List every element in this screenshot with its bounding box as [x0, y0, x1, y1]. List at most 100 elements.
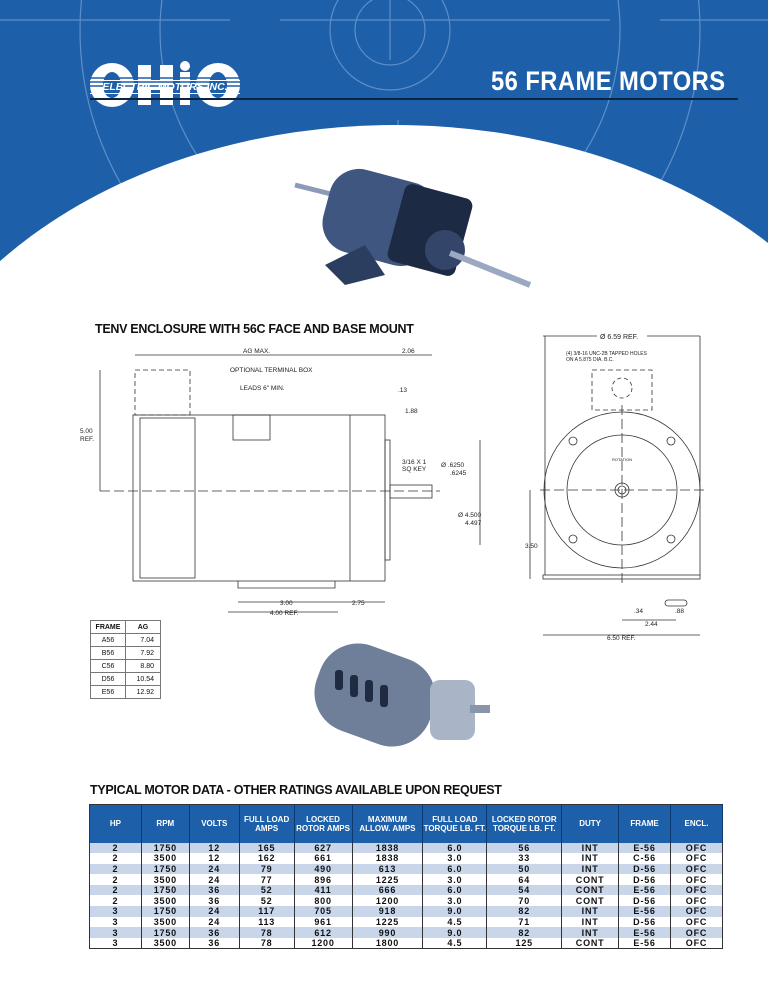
table-cell: 1838: [352, 853, 424, 864]
column-header: LOCKED ROTOR TORQUE LB. FT.: [486, 804, 563, 843]
table-cell: OFC: [670, 906, 723, 917]
ohio-logo: [90, 61, 240, 107]
table-cell: 3500: [141, 853, 190, 864]
table-cell: 113: [239, 916, 295, 928]
table-cell: 896: [294, 874, 353, 885]
dim-659: Ø 6.59 REF.: [600, 334, 638, 341]
drawing-title: TENV ENCLOSURE WITH 56C FACE AND BASE MO…: [95, 322, 414, 336]
table-cell: 6.0: [422, 842, 488, 854]
ag-cell: 7.04: [125, 633, 161, 647]
dim-650: 6.50 REF.: [607, 635, 636, 642]
table-cell: 2: [89, 853, 142, 864]
column-header: RPM: [141, 804, 190, 843]
table-cell: INT: [561, 906, 620, 917]
table-cell: 117: [239, 906, 295, 917]
table-cell: 9.0: [422, 927, 488, 938]
table-cell: 70: [486, 895, 563, 907]
label-holes-2: ON A 5.875 DIA. B.C.: [566, 357, 614, 363]
table-cell: D-56: [618, 874, 671, 885]
table-cell: 36: [189, 895, 240, 907]
table-cell: 3500: [141, 874, 190, 885]
table-cell: 6.0: [422, 863, 488, 875]
table-cell: E-56: [618, 906, 671, 917]
table-cell: 24: [189, 863, 240, 875]
table-cell: OFC: [670, 916, 723, 928]
table-cell: 79: [239, 863, 295, 875]
table-cell: 961: [294, 916, 353, 928]
page-title: 56 FRAME MOTORS: [491, 66, 726, 96]
table-cell: INT: [561, 842, 620, 854]
table-cell: 162: [239, 853, 295, 864]
dim-shaft-1: Ø .6250: [441, 462, 465, 469]
table-cell: 4.5: [422, 937, 488, 949]
table-cell: 3: [89, 906, 142, 917]
label-key-1: 3/16 X 1: [402, 459, 427, 466]
column-header: ENCL.: [670, 804, 723, 843]
table-cell: 1750: [141, 927, 190, 938]
column-header: DUTY: [561, 804, 620, 843]
ag-cell: A56: [90, 633, 126, 647]
table-cell: 4.5: [422, 916, 488, 928]
dim-pilot-1: Ø 4.500: [458, 512, 482, 519]
table-cell: 3: [89, 927, 142, 938]
ag-cell: 8.80: [125, 659, 161, 673]
table-cell: INT: [561, 863, 620, 875]
table-cell: OFC: [670, 895, 723, 907]
ag-header-ag: AG: [125, 620, 161, 634]
dim-88: .88: [675, 608, 684, 615]
dim-pilot-2: 4.497: [465, 520, 482, 527]
dim-206: 2.06: [402, 348, 415, 355]
column-header: HP: [89, 804, 142, 843]
dim-350: 3.50: [525, 543, 538, 550]
table-cell: 36: [189, 937, 240, 949]
table-cell: 1200: [294, 937, 353, 949]
dim-shaft-2: .6245: [450, 470, 467, 477]
table-cell: 490: [294, 863, 353, 875]
table-cell: 3.0: [422, 853, 488, 864]
table-cell: OFC: [670, 884, 723, 896]
table-cell: 990: [352, 927, 424, 938]
label-rotation: ROTATION: [612, 457, 632, 462]
table-cell: 71: [486, 916, 563, 928]
table-cell: 1800: [352, 937, 424, 949]
table-cell: 78: [239, 927, 295, 938]
column-header: FRAME: [618, 804, 671, 843]
table-cell: 82: [486, 906, 563, 917]
table-cell: 78: [239, 937, 295, 949]
table-cell: 666: [352, 884, 424, 896]
table-cell: OFC: [670, 853, 723, 864]
table-cell: 3: [89, 937, 142, 949]
table-cell: CONT: [561, 874, 620, 885]
table-cell: 800: [294, 895, 353, 907]
table-cell: E-56: [618, 884, 671, 896]
dim-ag-max: AG MAX.: [243, 348, 270, 355]
dim-659-backing: [597, 331, 647, 341]
column-header: FULL LOAD TORQUE LB. FT.: [422, 804, 488, 843]
table-cell: 661: [294, 853, 353, 864]
table-cell: INT: [561, 916, 620, 928]
table-cell: 2: [89, 842, 142, 854]
table-cell: CONT: [561, 937, 620, 949]
table-cell: 627: [294, 842, 353, 854]
table-cell: 2: [89, 884, 142, 896]
table-cell: OFC: [670, 842, 723, 854]
table-cell: 918: [352, 906, 424, 917]
table-cell: CONT: [561, 895, 620, 907]
motor-photo-top: [294, 168, 532, 288]
ag-cell: D56: [90, 672, 126, 686]
ag-cell: 7.92: [125, 646, 161, 660]
table-cell: 1200: [352, 895, 424, 907]
table-cell: 3500: [141, 895, 190, 907]
table-cell: D-56: [618, 863, 671, 875]
table-cell: D-56: [618, 916, 671, 928]
